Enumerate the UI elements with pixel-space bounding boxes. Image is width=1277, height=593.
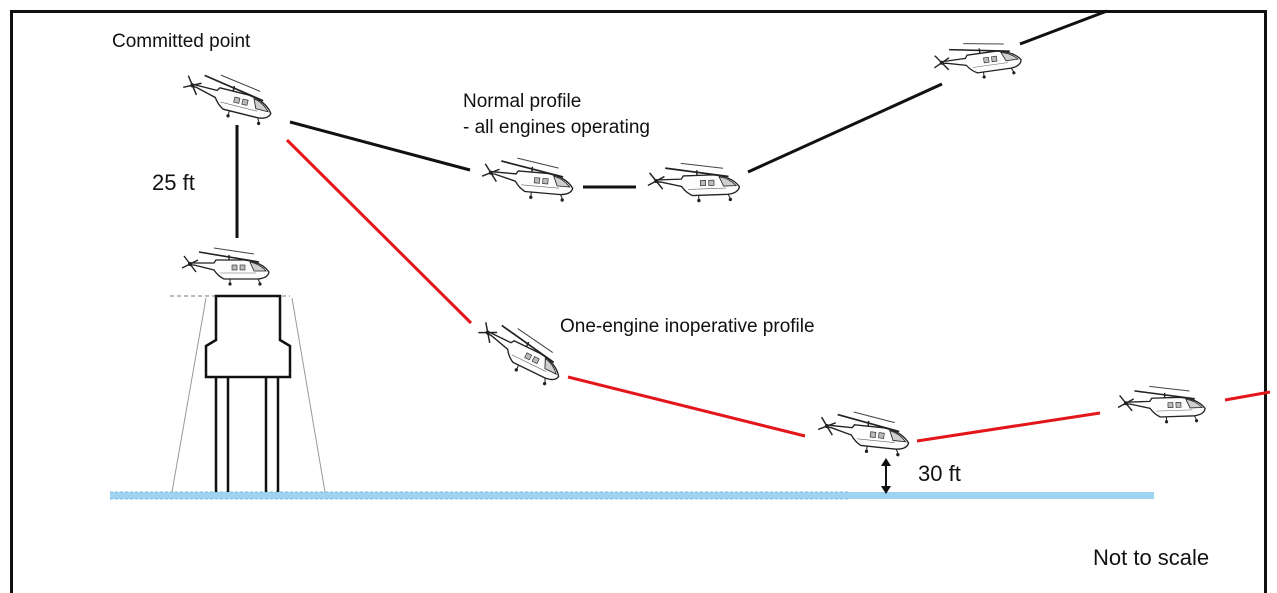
oei-path-segment-2 [567,375,806,438]
sea-surface [110,492,1154,499]
double-arrow-icon [881,458,891,494]
not-to-scale-note: Not to scale [1093,545,1210,570]
helicopter-icon [930,35,1024,87]
normal-path-segment-3 [747,82,943,174]
helicopter-icon [177,66,278,129]
helicopter-icon [815,407,913,459]
dimension-label-25ft: 25 ft [152,170,195,195]
normal-path-segment-4 [1019,9,1108,46]
normal-path-segment-1 [289,120,471,172]
helicopter-icon [1116,383,1207,426]
offshore-platform-icon [170,294,326,493]
dimension-label-30ft: 30 ft [918,461,961,486]
oei-profile-label: One-engine inoperative profile [560,316,815,337]
oei-path-segment-1 [285,138,473,325]
committed-point-label: Committed point [112,31,251,52]
normal-profile-label: Normal profile [463,91,582,112]
diagram-frame [10,10,1267,593]
helicopter-icon [181,247,270,287]
helicopter-icon [479,154,576,204]
helicopter-icon [469,312,571,391]
helicopter-icon [646,160,741,205]
oei-path-segment-4 [1224,390,1271,402]
normal-profile-sublabel: - all engines operating [463,117,650,138]
oei-path-segment-3 [916,411,1101,443]
